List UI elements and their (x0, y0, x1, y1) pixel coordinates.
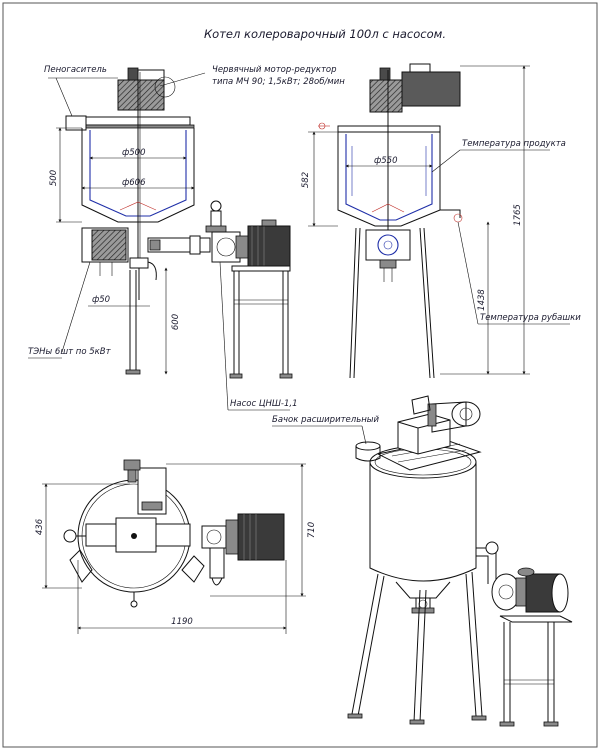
front-defoamer (65, 115, 87, 131)
dim-582: 582 (301, 172, 311, 188)
front-motor-gearbox (117, 79, 165, 111)
iso-expansion-tank (355, 441, 381, 451)
dim-710: 710 (307, 522, 317, 538)
dim-1438: 1438 (477, 289, 487, 311)
front-view (28, 67, 211, 375)
label-defoamer: Пеногаситель (44, 65, 107, 75)
dim-1190: 1190 (171, 617, 193, 627)
plan-view (42, 459, 306, 634)
label-product-temperature: Температура продукта (462, 139, 566, 149)
label-heaters: ТЭНы 6шт по 5кВт (28, 347, 112, 357)
label-pump: Насос ЦНШ-1,1 (230, 399, 298, 409)
side-view (308, 63, 570, 379)
side-motor-gearbox (369, 79, 403, 113)
dim-d50: ф50 (92, 295, 110, 305)
iso-tank-body (369, 462, 477, 582)
plan-pump-motor (237, 513, 285, 561)
drawing-title: Котел колероварочный 100л с насосом. (204, 27, 446, 41)
label-expansion-tank: Бачок расширительный (272, 415, 379, 425)
label-worm-gear-motor-1: Червячный мотор-редуктор (212, 65, 337, 75)
pump-motor (247, 225, 291, 267)
dim-436: 436 (35, 518, 45, 535)
pump-assembly (205, 200, 293, 411)
dim-d500: ф500 (122, 148, 146, 158)
label-worm-gear-motor-2: типа МЧ 90; 1,5кВт; 28об/мин (212, 77, 345, 87)
dim-500: 500 (49, 170, 59, 186)
dim-1765: 1765 (513, 204, 523, 226)
dim-d550: ф550 (374, 156, 398, 166)
isometric-view (272, 395, 573, 727)
label-jacket-temperature: Температура рубашки (480, 313, 581, 323)
dim-d606: ф606 (122, 178, 146, 188)
dim-600: 600 (171, 314, 181, 330)
